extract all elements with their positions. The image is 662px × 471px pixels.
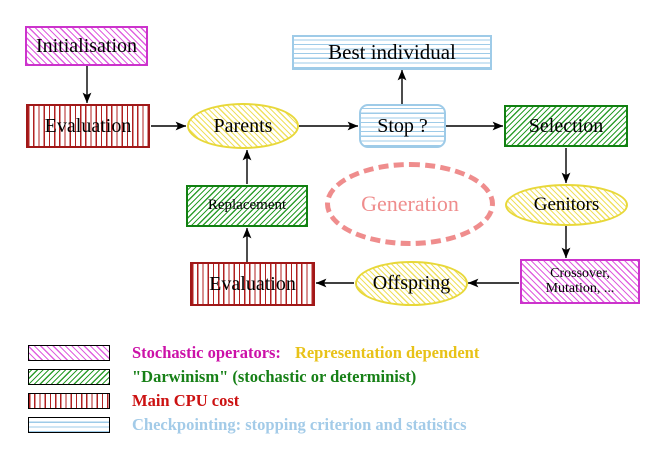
node-replacement[interactable]: Replacement: [186, 185, 308, 227]
node-evaluation-bottom-label: Evaluation: [209, 272, 296, 295]
node-crossover-mutation-label-line1: Crossover,: [550, 265, 610, 281]
node-genitors[interactable]: Genitors: [505, 184, 628, 226]
node-selection[interactable]: Selection: [504, 105, 628, 147]
node-stop[interactable]: Stop ?: [359, 104, 446, 148]
node-parents[interactable]: Parents: [187, 103, 299, 149]
node-evaluation-bottom[interactable]: Evaluation: [190, 262, 315, 306]
legend-swatch-blue-horizontal-hatch: [28, 417, 110, 433]
node-crossover-mutation[interactable]: Crossover, Mutation, ...: [520, 259, 640, 304]
legend-row-stochastic-operators: Stochastic operators: Representation depe…: [28, 342, 479, 364]
node-selection-label: Selection: [528, 114, 604, 137]
node-offspring-label: Offspring: [372, 272, 451, 294]
node-replacement-label: Replacement: [207, 197, 287, 214]
node-generation: Generation: [325, 162, 495, 246]
legend-swatch-magenta-diagonal-hatch: [28, 345, 110, 361]
node-genitors-label: Genitors: [533, 194, 600, 216]
node-best-individual[interactable]: Best individual: [292, 35, 492, 70]
legend-row-checkpointing: Checkpointing: stopping criterion and st…: [28, 414, 467, 436]
node-best-individual-label: Best individual: [328, 40, 456, 65]
node-initialisation[interactable]: Initialisation: [25, 26, 148, 66]
node-offspring[interactable]: Offspring: [355, 261, 468, 306]
legend-label-stochastic-operators-secondary: Representation dependent: [294, 343, 480, 362]
legend-label-checkpointing: Checkpointing: stopping criterion and st…: [132, 415, 467, 434]
legend: Stochastic operators: Representation depe…: [0, 338, 662, 471]
node-generation-label: Generation: [361, 191, 459, 217]
node-evaluation-top[interactable]: Evaluation: [26, 104, 150, 148]
node-parents-label: Parents: [213, 114, 273, 137]
legend-label-stochastic-operators-primary: Stochastic operators:: [132, 343, 281, 362]
node-stop-label: Stop ?: [377, 114, 428, 137]
legend-row-darwinism: "Darwinism" (stochastic or determinist): [28, 366, 416, 388]
legend-label-stochastic-operators: Stochastic operators: Representation depe…: [132, 343, 479, 363]
node-crossover-mutation-label-line2: Mutation, ...: [545, 280, 615, 296]
legend-label-darwinism: "Darwinism" (stochastic or determinist): [132, 367, 417, 386]
node-initialisation-label: Initialisation: [35, 34, 138, 57]
node-evaluation-top-label: Evaluation: [44, 114, 132, 137]
legend-label-main-cpu-cost: Main CPU cost: [132, 391, 240, 410]
legend-row-main-cpu-cost: Main CPU cost: [28, 390, 239, 412]
legend-swatch-red-vertical-hatch: [28, 393, 110, 409]
legend-swatch-green-diagonal-hatch: [28, 369, 110, 385]
